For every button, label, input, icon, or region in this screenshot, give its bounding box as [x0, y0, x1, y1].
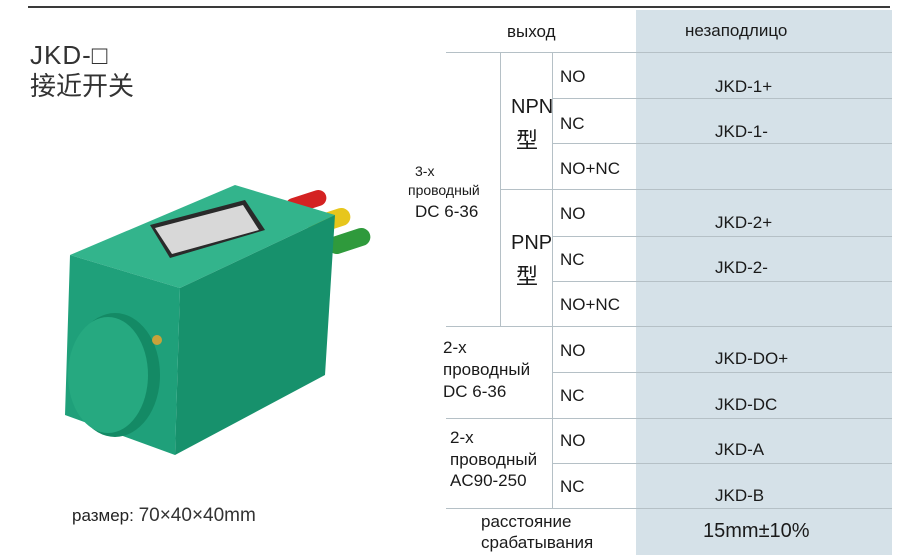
size-label: размер: [72, 506, 134, 525]
row-out: NO [560, 67, 586, 86]
row-out: NO+NC [560, 295, 620, 314]
row-model: JKD-1- [715, 122, 768, 141]
size-value: 70×40×40mm [138, 505, 256, 526]
size-line: размер: 70×40×40mm [72, 505, 256, 527]
row-rule [446, 508, 892, 509]
row-model: JKD-DO+ [715, 349, 789, 368]
row-rule [446, 326, 892, 327]
row-out: NO+NC [560, 159, 620, 178]
row-rule [446, 418, 892, 419]
row-model: JKD-2- [715, 258, 768, 277]
flush-column-shade [636, 10, 892, 555]
type-pnp: PNP [511, 232, 553, 254]
header-rule [446, 52, 892, 53]
distance-label: расстояние [481, 512, 572, 531]
product-title: JKD-□ [30, 40, 109, 70]
group-2wire-dc-label: 2-x [443, 338, 467, 357]
group-3wire-voltage: DC 6-36 [415, 202, 479, 221]
top-rule [28, 6, 890, 8]
row-model: JKD-2+ [715, 213, 773, 232]
row-out: NC [560, 477, 585, 496]
sensor-photo [65, 185, 371, 455]
row-out: NO [560, 431, 586, 450]
group-2wire-dc-label2: проводный [443, 360, 531, 379]
row-rule [552, 236, 892, 237]
out-col-rule [552, 52, 553, 508]
row-model: JKD-B [715, 486, 765, 505]
row-rule [500, 189, 892, 190]
header-output: выход [507, 22, 556, 41]
row-model: JKD-A [715, 440, 765, 459]
row-out: NC [560, 250, 585, 269]
row-rule [552, 98, 892, 99]
header-flush: незаподлицо [685, 21, 788, 40]
distance-value: 15mm±10% [703, 520, 810, 542]
row-out: NC [560, 114, 585, 133]
row-rule [552, 281, 892, 282]
type-npn: NPN [511, 96, 554, 118]
distance-label2: срабатывания [481, 533, 594, 552]
row-rule [552, 372, 892, 373]
group-3wire-label2: проводный [408, 182, 480, 198]
type-pnp-cjk: 型 [516, 265, 539, 290]
row-out: NC [560, 386, 585, 405]
sensing-cap-face [68, 317, 148, 433]
type-col-rule [500, 52, 501, 326]
row-model: JKD-1+ [715, 77, 773, 96]
group-3wire-label: 3-x [415, 163, 435, 179]
type-npn-cjk: 型 [516, 129, 539, 154]
product-subtitle: 接近开关 [30, 72, 135, 102]
row-out: NO [560, 341, 586, 360]
row-rule [552, 143, 892, 144]
status-led [152, 335, 162, 345]
green-wire [327, 227, 371, 255]
row-out: NO [560, 204, 586, 223]
group-2wire-ac-label: 2-x [450, 428, 474, 447]
sensor-right-face [175, 215, 335, 455]
group-2wire-ac-voltage: AC90-250 [450, 471, 527, 490]
row-rule [552, 463, 892, 464]
row-model: JKD-DC [715, 395, 778, 414]
sensor-label-paper [155, 205, 259, 254]
group-2wire-dc-voltage: DC 6-36 [443, 382, 507, 401]
group-2wire-ac-label2: проводный [450, 450, 538, 469]
